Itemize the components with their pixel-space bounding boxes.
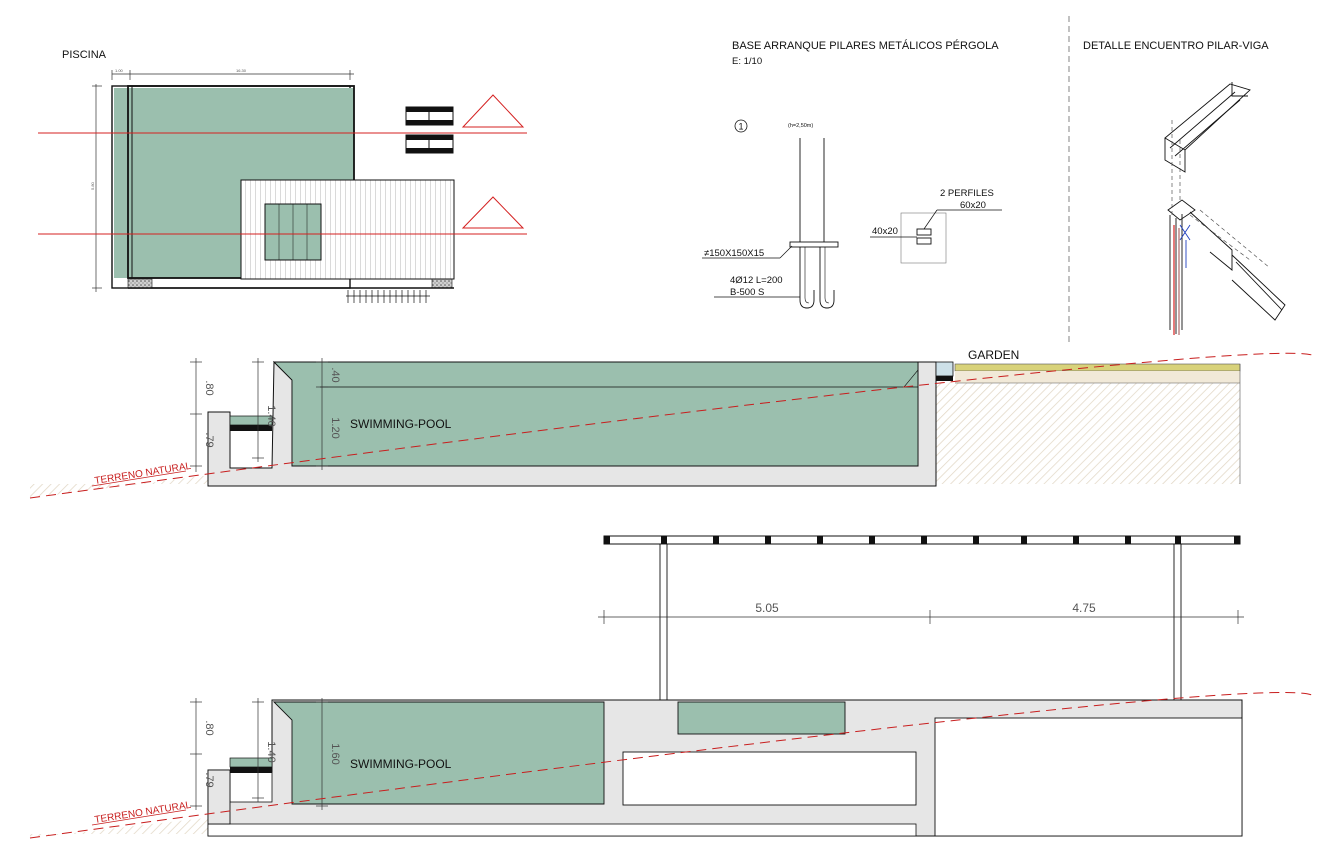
pool-label-1: SWIMMING-POOL bbox=[350, 417, 452, 431]
plan-dim-side: 5.80 bbox=[90, 181, 95, 190]
pillar-beam-detail: DETALLE ENCUENTRO PILAR-VIGA bbox=[1083, 40, 1286, 335]
dim-79-2: .79 bbox=[203, 772, 215, 787]
dim-160-2: 1.60 bbox=[329, 743, 341, 764]
pool-plan: PISCINA 1.00 16.30 5.80 bbox=[38, 49, 527, 303]
detail-marker: 1 bbox=[738, 122, 743, 132]
dim-79-1: .79 bbox=[203, 432, 215, 447]
pool-water-1 bbox=[272, 361, 919, 467]
span-left: 5.05 bbox=[755, 601, 779, 615]
base-detail-title: BASE ARRANQUE PILARES METÁLICOS PÉRGOLA bbox=[732, 39, 999, 52]
section-marker-a-icon bbox=[461, 94, 525, 128]
section-1: GARDEN SWIMMING-POOL .80 .79 bbox=[29, 348, 1313, 499]
plan-title: PISCINA bbox=[62, 49, 107, 61]
span-right: 4.75 bbox=[1072, 601, 1096, 615]
dim-140-1: 1.40 bbox=[265, 405, 277, 426]
dim-80-2: .80 bbox=[203, 720, 215, 735]
pool-water-2b bbox=[677, 701, 846, 735]
dim-80-1: .80 bbox=[203, 380, 215, 395]
pergola-post-right bbox=[1173, 543, 1182, 703]
bars-label: 4Ø12 L=200 bbox=[730, 275, 783, 286]
pool-label-2: SWIMMING-POOL bbox=[350, 757, 452, 771]
garden-label: GARDEN bbox=[968, 348, 1019, 362]
height-note: (h=2,50m) bbox=[788, 123, 813, 129]
plan-dim-left: 1.00 bbox=[115, 68, 124, 73]
steel-label: B-500 S bbox=[730, 287, 764, 298]
plan-dim-main: 16.30 bbox=[236, 68, 247, 73]
pillar-base-detail: BASE ARRANQUE PILARES METÁLICOS PÉRGOLA … bbox=[702, 39, 1002, 309]
profiles-label: 2 PERFILES bbox=[940, 188, 994, 199]
garden-strip bbox=[954, 363, 1241, 372]
detail-marker-icon bbox=[734, 119, 748, 133]
section-marker-b-icon bbox=[461, 196, 525, 229]
section-2: 5.05 4.75 SWIMMING-POOL .80 .79 bbox=[29, 535, 1313, 839]
profiles-size: 60x20 bbox=[960, 200, 986, 211]
plate-label: ≠150X150X15 bbox=[704, 248, 764, 259]
pergola-post-left bbox=[659, 543, 668, 703]
void-chamber bbox=[622, 751, 917, 806]
tube-size: 40x20 bbox=[872, 226, 898, 237]
dim-140-2: 1.40 bbox=[265, 741, 277, 762]
base-detail-scale: E: 1/10 bbox=[732, 56, 762, 67]
void-room bbox=[934, 717, 1243, 837]
equipment-icon bbox=[405, 106, 454, 154]
beam-detail-title: DETALLE ENCUENTRO PILAR-VIGA bbox=[1083, 40, 1269, 52]
dim-40-1: .40 bbox=[329, 367, 341, 382]
dim-120-1: 1.20 bbox=[329, 417, 341, 438]
pool-water-2 bbox=[272, 701, 605, 805]
